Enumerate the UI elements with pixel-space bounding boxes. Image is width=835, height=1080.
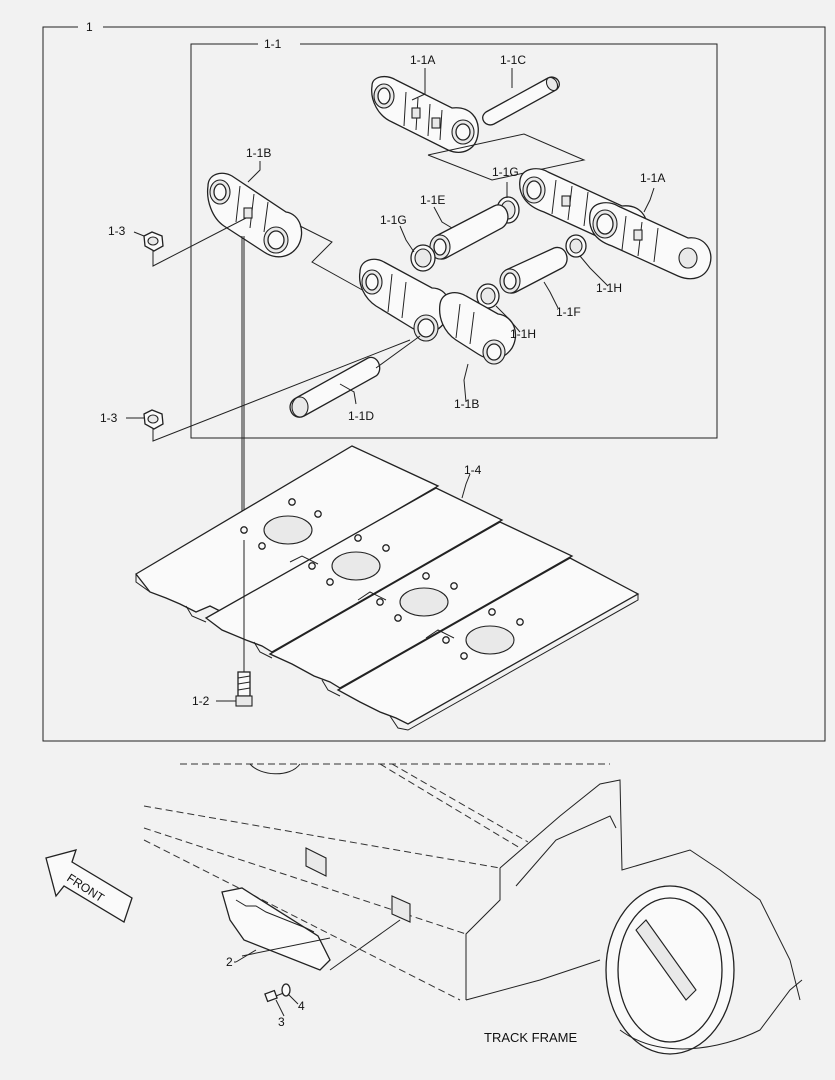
- track-frame-label: TRACK FRAME: [484, 1030, 578, 1045]
- callout-4: 4: [298, 999, 305, 1013]
- callout-1-1b-upper: 1-1B: [246, 146, 271, 160]
- bushing-1-1f: [499, 246, 568, 294]
- callout-1-1g-top: 1-1G: [492, 165, 519, 179]
- callout-1-1f: 1-1F: [556, 305, 581, 319]
- callout-1-1g-left: 1-1G: [380, 213, 407, 227]
- nut-1-3-top: [143, 217, 247, 267]
- spacer-1-1g-left: [410, 244, 436, 272]
- nut-1-3-bottom: [143, 339, 411, 442]
- pin-1-1d: [289, 356, 381, 418]
- track-frame: [143, 763, 803, 1055]
- callout-1-2: 1-2: [192, 694, 210, 708]
- callout-1-4: 1-4: [464, 463, 482, 477]
- bolt-1-2: [216, 540, 253, 707]
- seal-1-1h-mid: [476, 283, 500, 309]
- callout-1-1a-top: 1-1A: [410, 53, 435, 67]
- callout-1-1c: 1-1C: [500, 53, 526, 67]
- callout-1-3-bottom: 1-3: [100, 411, 118, 425]
- bushing-1-1e: [429, 204, 509, 260]
- subassembly-frame: 1-1: [190, 37, 718, 439]
- leader-lines: [126, 68, 655, 963]
- front-arrow: FRONT: [45, 849, 133, 923]
- track-guard-2: [221, 887, 401, 971]
- washer-4: [281, 983, 299, 1005]
- track-link-1-1a-right: [519, 168, 712, 280]
- bolt-3: [264, 989, 287, 1017]
- callout-1-3-top: 1-3: [108, 224, 126, 238]
- subassembly-label: 1-1: [264, 37, 282, 51]
- track-link-1-1b-upper: [206, 172, 303, 258]
- callout-1-1a-right: 1-1A: [640, 171, 665, 185]
- track-link-1-1b-lower: [358, 258, 517, 365]
- callout-3: 3: [278, 1015, 285, 1029]
- callout-1-1h-mid: 1-1H: [510, 327, 536, 341]
- callout-1-1d: 1-1D: [348, 409, 374, 423]
- assembly-label: 1: [86, 20, 93, 34]
- callout-1-1b-lower: 1-1B: [454, 397, 479, 411]
- pin-1-1c: [482, 76, 560, 126]
- track-shoe-1-4: [135, 445, 640, 731]
- seal-1-1h-right: [565, 234, 587, 258]
- callout-1-1e: 1-1E: [420, 193, 445, 207]
- callout-1-1h-right: 1-1H: [596, 281, 622, 295]
- callout-2: 2: [226, 955, 233, 969]
- assembly-frame: 1: [42, 20, 826, 742]
- track-link-1-1a-top: [371, 75, 479, 153]
